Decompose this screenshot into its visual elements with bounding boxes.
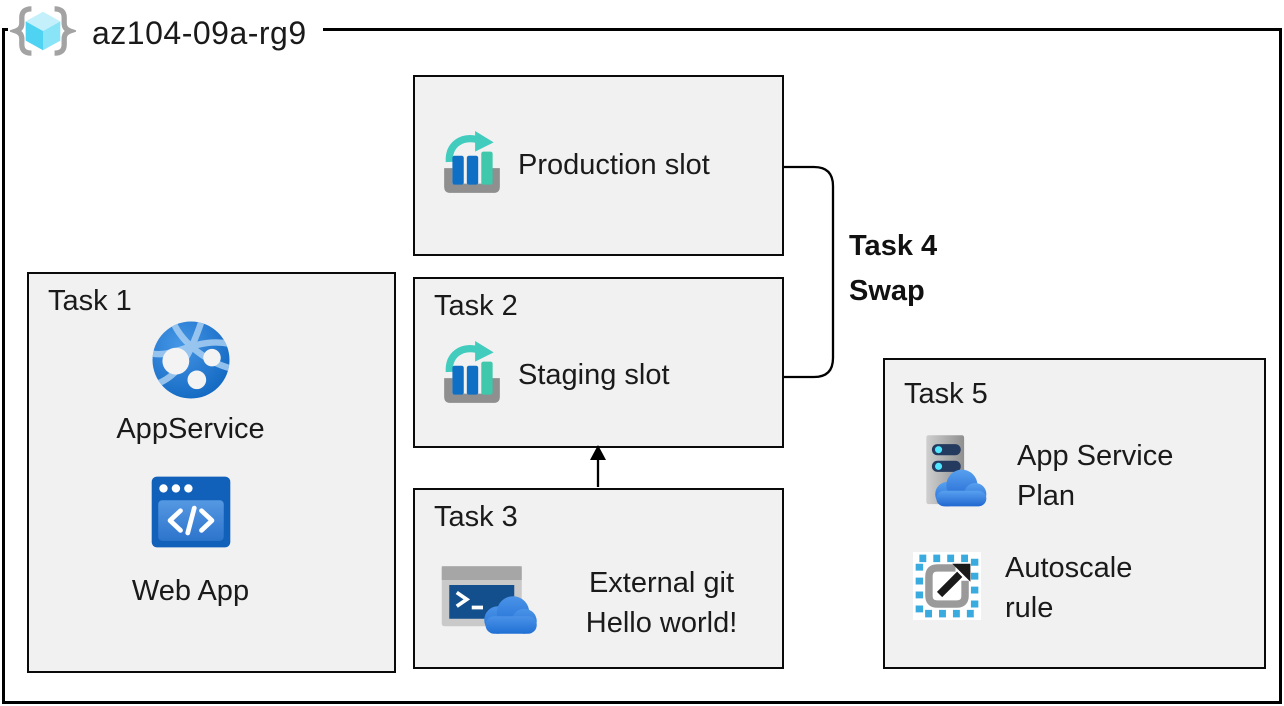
cloud-shell-icon <box>439 560 537 645</box>
app-service-icon <box>149 318 233 407</box>
task2-title: Task 2 <box>434 290 518 322</box>
task3-text: External git Hello world! <box>555 563 768 643</box>
autoscale-rule-line1: Autoscale <box>1005 552 1133 584</box>
app-service-plan-line2: Plan <box>1017 479 1076 512</box>
resource-group-icon <box>7 5 79 62</box>
task3-line2: Hello world! <box>585 606 738 639</box>
production-slot-icon <box>439 130 505 201</box>
web-app-icon <box>149 474 233 555</box>
autoscale-rule-line2: rule <box>1005 592 1054 624</box>
resource-group-name: az104-09a-rg9 <box>92 14 307 51</box>
app-service-plan-label: App Service Plan <box>1017 436 1173 516</box>
task4-label: Task 4 Swap <box>849 224 937 314</box>
task3-line1: External git <box>588 566 735 599</box>
task3-box: Task 3 <box>413 488 784 669</box>
task2-box: Task 2 Staging slot <box>413 277 784 448</box>
autoscale-icon <box>913 551 981 625</box>
production-slot-box: Production slot <box>413 75 784 256</box>
task1-box: Task 1 <box>27 272 396 673</box>
app-service-plan-line1: App Service <box>1017 439 1174 472</box>
staging-slot-icon <box>439 340 505 411</box>
task5-box: Task 5 <box>883 358 1266 669</box>
production-slot-label: Production slot <box>518 149 710 181</box>
resource-group-frame <box>2 28 1282 704</box>
staging-slot-label: Staging slot <box>518 359 670 391</box>
web-app-label: Web App <box>131 575 250 607</box>
app-service-label: AppService <box>116 413 265 445</box>
app-service-plan-icon <box>913 433 993 518</box>
task4-title: Task 4 <box>849 230 938 262</box>
autoscale-rule-label: Autoscale rule <box>1005 548 1132 628</box>
task3-title: Task 3 <box>434 501 518 533</box>
task4-action: Swap <box>849 275 925 307</box>
task5-title: Task 5 <box>904 378 988 410</box>
task1-title: Task 1 <box>48 285 132 317</box>
resource-group-label: az104-09a-rg9 <box>7 5 323 62</box>
